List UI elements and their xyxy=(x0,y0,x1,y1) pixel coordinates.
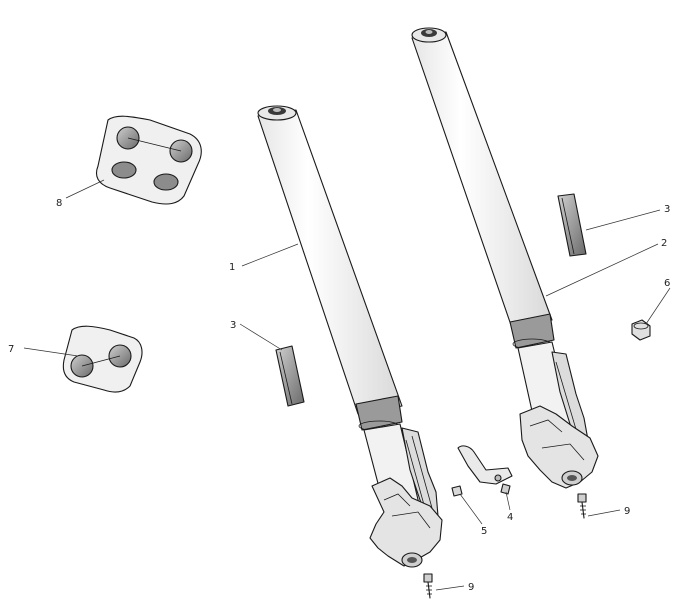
callout-9-right: 9 xyxy=(624,506,630,517)
small-screw xyxy=(451,485,463,497)
bolt-left xyxy=(423,573,433,599)
right-fork-leg xyxy=(411,27,599,495)
callout-5: 5 xyxy=(481,526,487,537)
slider-pad-right xyxy=(557,193,587,257)
pad-kit-7 xyxy=(62,325,143,393)
left-fork-leg xyxy=(257,105,443,568)
nut-part xyxy=(631,319,651,341)
callout-7: 7 xyxy=(8,344,14,355)
callout-3-right: 3 xyxy=(664,204,670,215)
pad-kit-8 xyxy=(95,115,202,205)
callout-6: 6 xyxy=(664,278,670,289)
callout-4: 4 xyxy=(507,512,513,523)
callout-1: 1 xyxy=(229,262,235,273)
leader-lines xyxy=(23,179,671,591)
callout-2: 2 xyxy=(661,238,667,249)
bolt-right xyxy=(577,493,587,519)
callout-8: 8 xyxy=(56,198,62,209)
slider-pad-left xyxy=(275,345,305,407)
callout-3-left: 3 xyxy=(230,320,236,331)
callout-9-left: 9 xyxy=(468,582,474,593)
